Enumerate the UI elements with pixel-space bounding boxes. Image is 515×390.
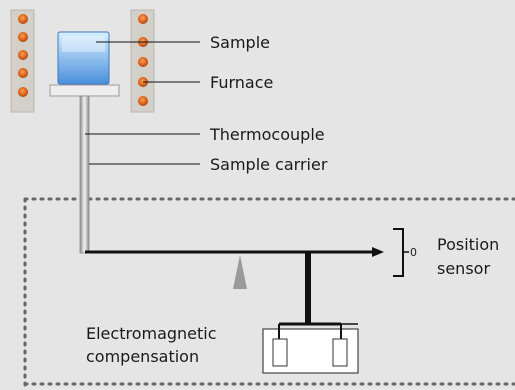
sample-cube-icon	[57, 31, 110, 85]
label-em-compensation-line1: Electromagnetic	[86, 324, 217, 343]
sensor-zero-mark: 0	[410, 246, 417, 259]
furnace-heater-right	[130, 9, 155, 113]
label-thermocouple: Thermocouple	[209, 125, 325, 144]
pivot-triangle-icon	[233, 255, 247, 289]
label-furnace: Furnace	[210, 73, 273, 92]
electromagnetic-coil-icon	[262, 322, 359, 374]
sample-carrier-plate	[49, 84, 120, 97]
sample-carrier-rod	[79, 95, 90, 254]
label-em-compensation-line2: compensation	[86, 347, 199, 366]
label-sample: Sample	[210, 33, 270, 52]
furnace-heater-left	[10, 9, 35, 113]
balance-enclosure-frame	[23, 197, 515, 390]
position-sensor-bracket-icon	[393, 228, 409, 277]
beam-arrowhead	[372, 247, 384, 257]
label-position-sensor-line1: Position	[437, 235, 499, 254]
label-position-sensor-line2: sensor	[437, 259, 490, 278]
label-sample-carrier: Sample carrier	[210, 155, 328, 174]
